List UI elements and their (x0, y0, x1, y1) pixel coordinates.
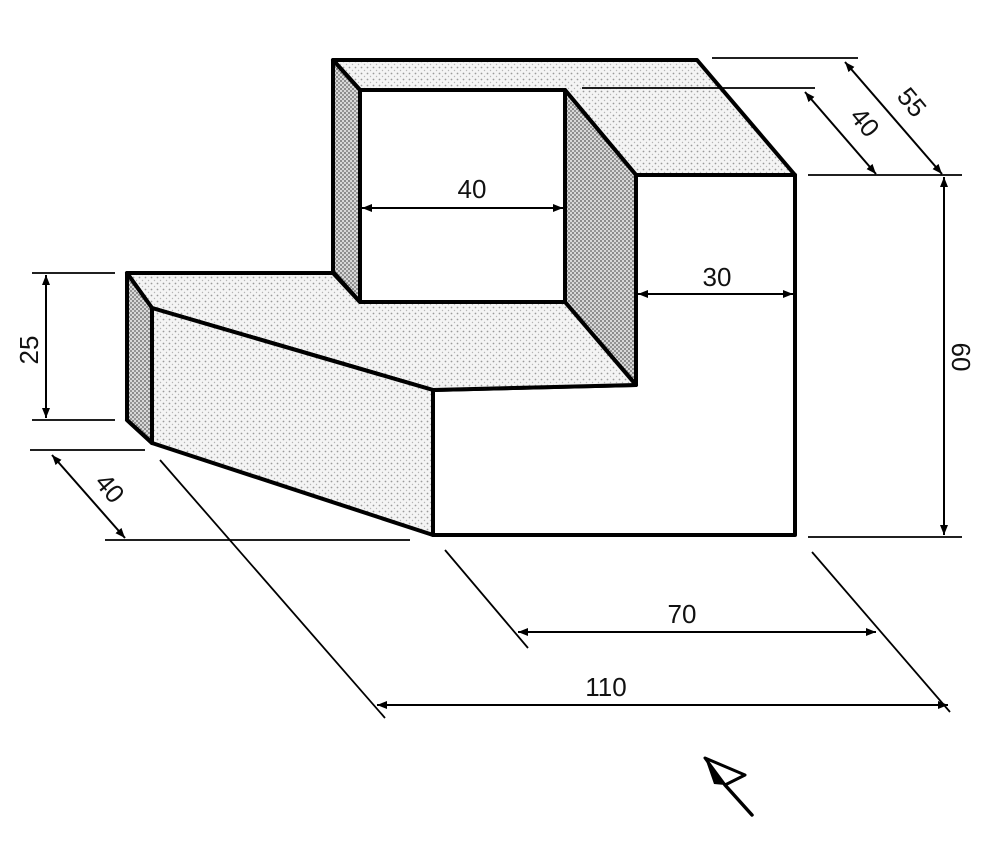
label-55: 55 (891, 81, 933, 122)
view-direction-arrow-icon (703, 756, 754, 817)
label-110: 110 (585, 672, 626, 702)
dim-line-40-left (51, 454, 126, 539)
dim-line-40-top (804, 91, 877, 175)
label-40-opening: 40 (458, 174, 487, 204)
dimension-lines (42, 61, 948, 709)
label-40-left: 40 (89, 467, 131, 508)
label-30: 30 (703, 262, 732, 292)
label-60: 60 (946, 343, 976, 372)
dimension-labels: 55 40 40 30 60 25 40 70 110 (14, 81, 976, 702)
tall-block-left-face (331, 58, 362, 304)
label-70: 70 (668, 599, 697, 629)
solid-body (125, 58, 797, 537)
extension-lines (30, 57, 962, 719)
label-25: 25 (14, 336, 44, 365)
step-front-face (150, 306, 435, 537)
label-40-top: 40 (844, 101, 886, 142)
dim-line-55 (844, 61, 943, 175)
